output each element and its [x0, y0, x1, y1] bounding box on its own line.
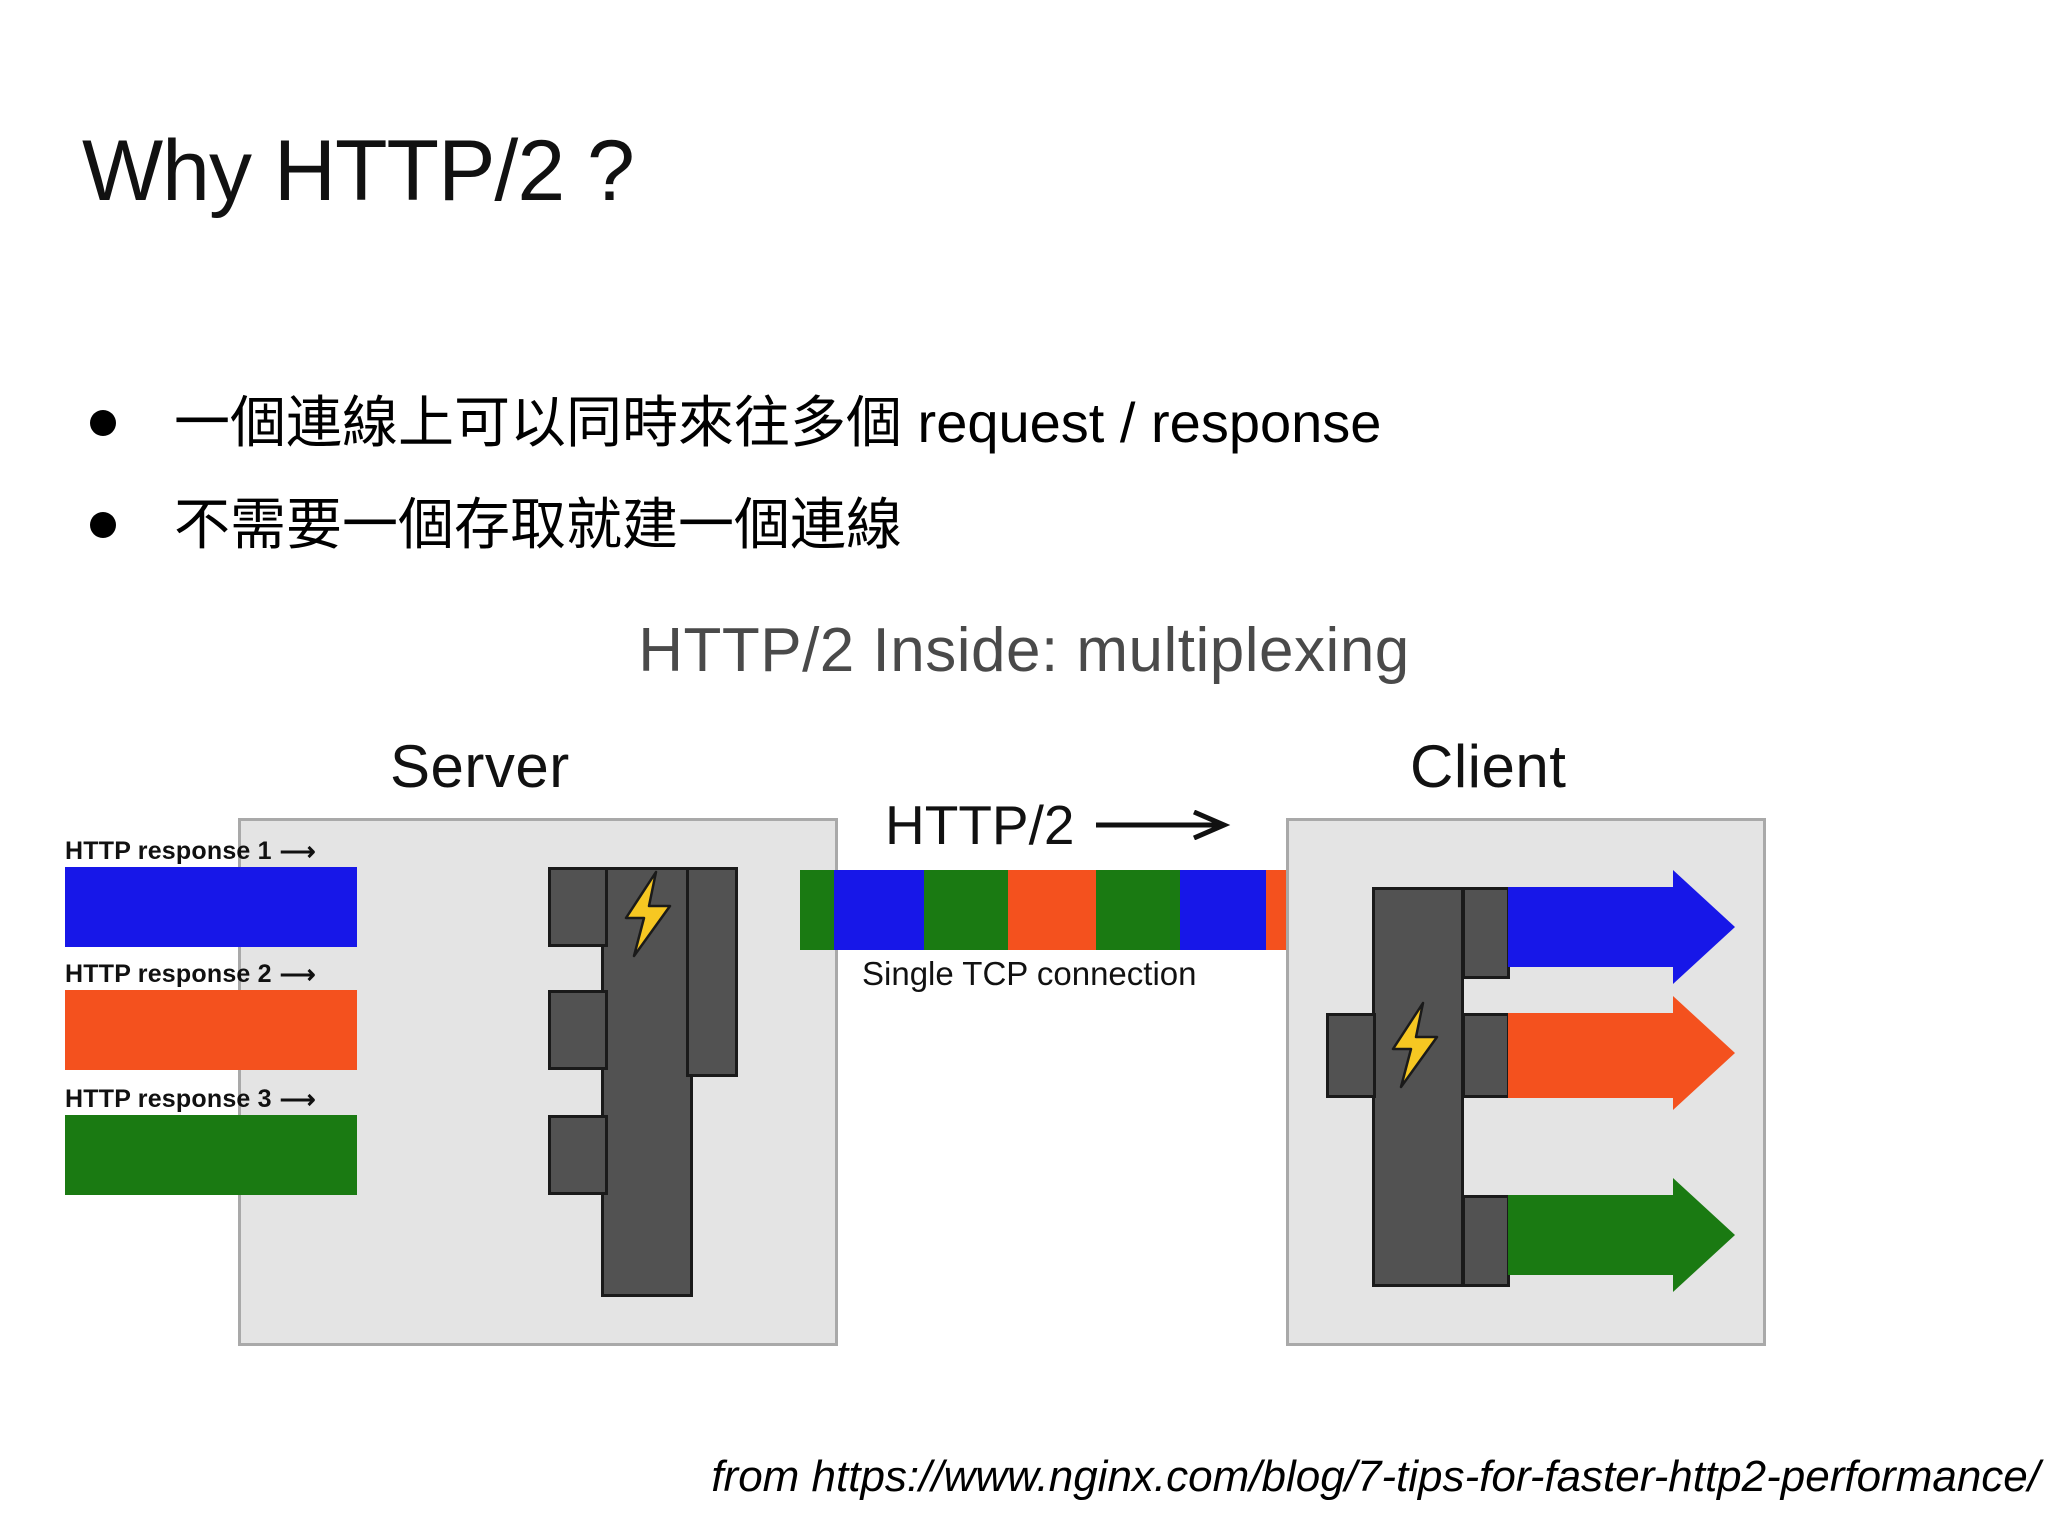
response-3-text: HTTP response 3: [65, 1085, 272, 1113]
server-comb-tooth-3: [548, 1115, 608, 1195]
response-1-text: HTTP response 1: [65, 837, 272, 865]
stream-segment: [1008, 870, 1096, 950]
right-arrow-icon: [1096, 810, 1231, 840]
bullet-text: 不需要一個存取就建一個連線: [174, 493, 902, 557]
arrow-head: [1673, 996, 1735, 1110]
stream-segment: [924, 870, 1008, 950]
arrow-shaft: [1508, 1195, 1673, 1275]
list-item: 不需要一個存取就建一個連線: [90, 474, 1970, 576]
arrow-shaft: [1508, 887, 1673, 967]
response-2-label: HTTP response 2⟶: [65, 960, 316, 990]
arrow-head: [1673, 1178, 1735, 1292]
response-1-label: HTTP response 1⟶: [65, 837, 316, 867]
server-comb-outlet: [686, 867, 738, 1077]
server-label: Server: [390, 733, 570, 800]
client-output-arrow-green: [1508, 1178, 1735, 1292]
center-http2-text: HTTP/2: [885, 794, 1075, 856]
response-3-bar: [65, 1115, 357, 1195]
bullet-list: 一個連線上可以同時來往多個 request / response 不需要一個存取…: [90, 372, 1970, 576]
diagram-title: HTTP/2 Inside: multiplexing: [638, 616, 1410, 685]
response-2-text: HTTP response 2: [65, 960, 272, 988]
server-comb-tooth-1: [548, 867, 608, 947]
center-http2-label: HTTP/2: [885, 793, 1236, 857]
response-3-label: HTTP response 3⟶: [65, 1085, 316, 1115]
arrow-head: [1673, 870, 1735, 984]
bullet-dot-icon: [90, 410, 116, 436]
stream-segment: [1096, 870, 1180, 950]
server-comb-tooth-2: [548, 990, 608, 1070]
right-arrow-icon: ⟶: [279, 1086, 316, 1115]
client-comb-tooth-3: [1462, 1195, 1510, 1287]
stream-segment: [834, 870, 924, 950]
client-comb-inlet: [1326, 1013, 1376, 1098]
client-comb-tooth-2: [1462, 1013, 1510, 1098]
page-title: Why HTTP/2 ?: [82, 123, 635, 219]
client-label: Client: [1410, 733, 1567, 800]
lightning-bolt-icon: [1391, 1001, 1439, 1089]
response-1-bar: [65, 867, 357, 947]
lightning-bolt-icon: [624, 870, 672, 958]
client-output-arrow-orange: [1508, 996, 1735, 1110]
bullet-dot-icon: [90, 512, 116, 538]
stream-segment: [800, 870, 834, 950]
multiplexing-diagram: HTTP/2 Inside: multiplexing Server Clien…: [0, 615, 2048, 1475]
tcp-connection-label: Single TCP connection: [862, 955, 1197, 992]
right-arrow-icon: ⟶: [279, 961, 316, 990]
arrow-shaft: [1508, 1013, 1673, 1098]
source-attribution: from https://www.nginx.com/blog/7-tips-f…: [711, 1452, 2040, 1501]
list-item: 一個連線上可以同時來往多個 request / response: [90, 372, 1970, 474]
response-2-bar: [65, 990, 357, 1070]
client-output-arrow-blue: [1508, 870, 1735, 984]
client-comb-tooth-1: [1462, 887, 1510, 979]
right-arrow-icon: ⟶: [279, 838, 316, 867]
bullet-text: 一個連線上可以同時來往多個 request / response: [174, 391, 1382, 455]
stream-segment: [1180, 870, 1266, 950]
